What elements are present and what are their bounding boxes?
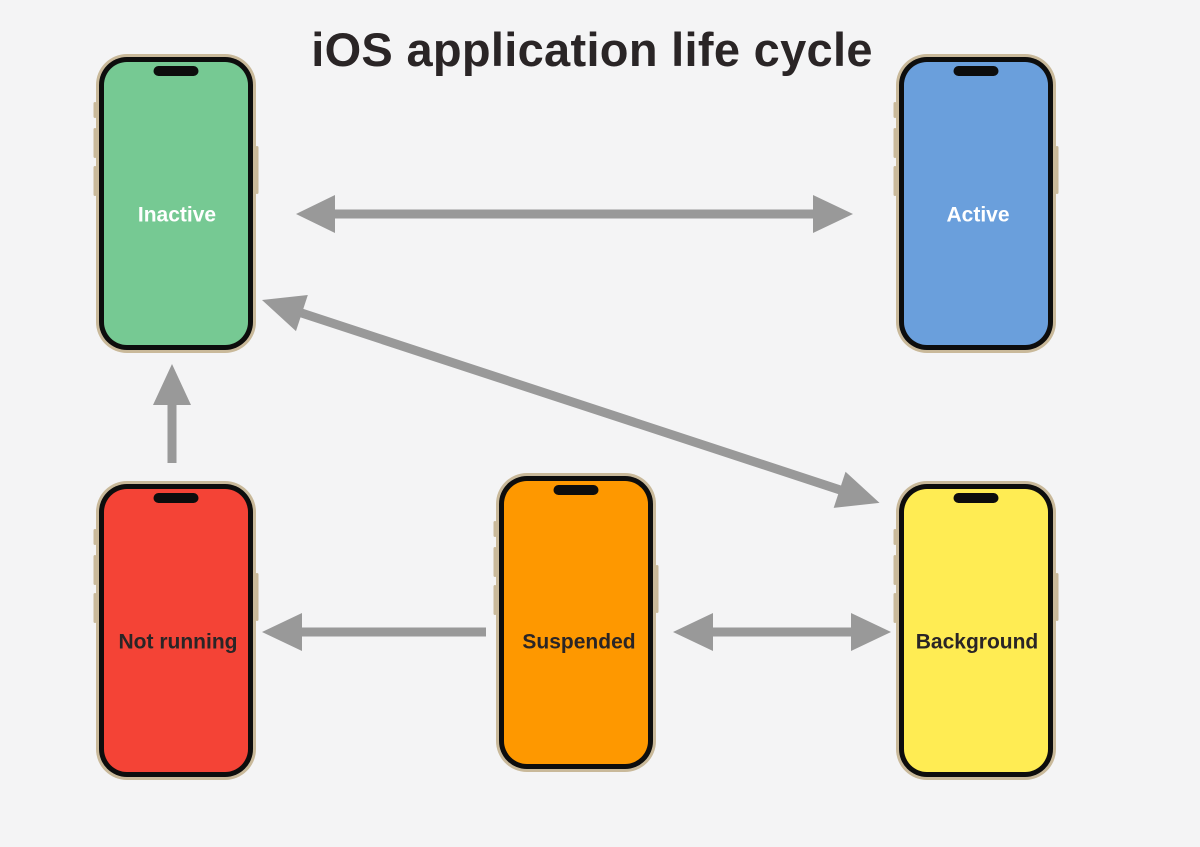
phone-background: Background: [893, 481, 1059, 780]
diagram-title: iOS application life cycle: [311, 23, 873, 76]
phone-notrunning: Not running: [93, 481, 259, 780]
label-active: Active: [946, 204, 1009, 227]
screen-suspended: [504, 481, 648, 764]
screen-active: [904, 62, 1048, 345]
transition-arrows: [153, 195, 891, 651]
label-suspended: Suspended: [522, 631, 635, 654]
screen-notrunning: [104, 489, 248, 772]
phone-inactive: Inactive: [93, 54, 259, 353]
label-inactive: Inactive: [138, 204, 216, 227]
screen-inactive: [104, 62, 248, 345]
label-background: Background: [916, 631, 1039, 654]
arrow-suspended-background: [673, 613, 891, 651]
phone-suspended: Suspended: [493, 473, 659, 772]
arrow-suspended-notrunning: [262, 613, 486, 651]
arrow-inactive-background: [262, 295, 880, 508]
label-notrunning: Not running: [119, 631, 238, 654]
phone-active: Active: [893, 54, 1059, 353]
state-phones: Inactive Active: [93, 54, 1059, 780]
screen-background: [904, 489, 1048, 772]
arrow-notrunning-inactive: [153, 364, 191, 463]
arrow-inactive-active: [296, 195, 853, 233]
